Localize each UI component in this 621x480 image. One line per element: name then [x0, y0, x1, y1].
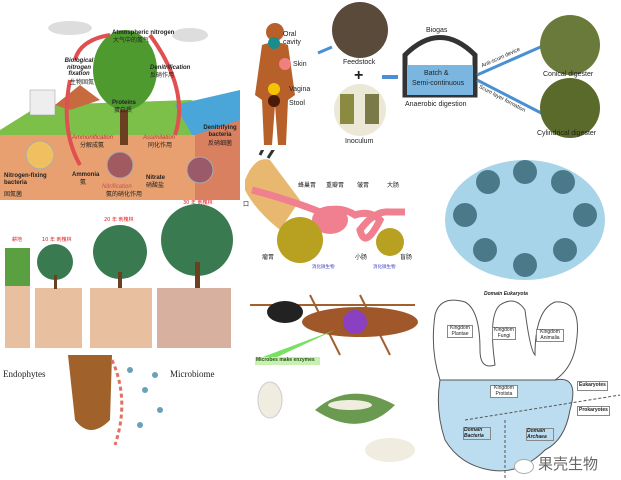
- label-microbes-2: 消化微生物: [373, 265, 396, 270]
- label-ammonia-cn: 氨: [80, 179, 87, 186]
- label-abomasum: 皱胃: [357, 182, 370, 189]
- label-biogas: Biogas: [426, 27, 448, 34]
- label-ammonification-cn: 分解成氨: [80, 142, 105, 149]
- label-denitrification-cn: 反硝作用: [150, 72, 175, 79]
- label-10-years: 10 年 刺槐林: [42, 237, 72, 243]
- label-proteins-cn: 蛋白质: [114, 107, 133, 114]
- label-nitrogen-fixing-bacteria-cn: 固氮菌: [4, 191, 23, 198]
- label-microbes-1: 消化微生物: [312, 265, 335, 270]
- label-biological-fixation-cn: 生物固氮: [70, 79, 95, 86]
- label-denitrifying-bacteria: Denitrifying bacteria: [203, 125, 237, 138]
- label-conical-digester: Conical digester: [543, 71, 594, 78]
- label-oral-cavity: Oral cavity: [283, 31, 301, 46]
- label-microbiome: Microbiome: [170, 369, 215, 379]
- conical-digester-image: [540, 15, 600, 75]
- label-kingdom-plantae: Kingdom Plantae: [447, 325, 473, 338]
- label-cecum: 盲肠: [400, 254, 413, 261]
- insect-panel: Microbes make enzymes: [240, 280, 420, 480]
- label-inoculum: Inoculum: [345, 138, 374, 145]
- label-batch: Batch &: [424, 70, 449, 77]
- label-proteins: Proteins: [112, 100, 137, 106]
- label-farmland: 耕地: [12, 237, 23, 243]
- label-cylindrical-digester: Cylindrical digester: [537, 130, 597, 137]
- tree-of-life-panel: Domain Eukaryota Kingdom Plantae Kingdom…: [420, 290, 621, 480]
- label-nitrogen-fixing-bacteria: Nitrogen-fixing bacteria: [4, 173, 47, 186]
- anaerobic-digestion-panel: Oral cavity Skin Vagina Stool Feedstock …: [240, 0, 621, 150]
- feedstock-image: [332, 2, 388, 58]
- stool-dot: [268, 95, 280, 107]
- label-prokaryotes: Prokaryotes: [577, 406, 610, 416]
- label-eukaryotes: Eukaryotes: [577, 381, 608, 391]
- label-denitrifying-bacteria-cn: 反硝细菌: [208, 140, 233, 147]
- label-assimilation-cn: 同化作用: [148, 142, 173, 149]
- label-nitrate-cn: 硝酸盐: [146, 182, 165, 189]
- ruminant-panel: 口 蜂巢胃 重瓣胃 皱胃 大肠 瘤胃 小肠 盲肠 消化微生物 消化微生物: [240, 150, 430, 280]
- label-vagina: Vagina: [289, 86, 311, 93]
- cylindrical-digester-image: [540, 78, 600, 138]
- environment-montage-panel: [430, 150, 621, 290]
- label-nitrification: Nitrification: [102, 184, 132, 190]
- label-20-years: 20 年 刺槐林: [104, 217, 134, 223]
- label-assimilation: Assimilation: [143, 135, 176, 141]
- label-feedstock: Feedstock: [343, 59, 376, 66]
- vagina-dot: [268, 83, 280, 95]
- label-biological-fixation: Biological nitrogen fixation: [64, 58, 94, 78]
- label-domain-eukaryota: Domain Eukaryota: [484, 291, 528, 297]
- plus-sign: +: [354, 67, 364, 84]
- label-anaerobic-digestion: Anaerobic digestion: [405, 101, 467, 108]
- watermark-text: 果壳生物: [538, 455, 599, 473]
- label-stool: Stool: [289, 100, 305, 107]
- label-mouth: 口: [243, 201, 250, 208]
- label-reticulum: 蜂巢胃: [298, 182, 317, 189]
- label-domain-archaea: Domain Archaea: [526, 428, 554, 441]
- tree-growth-panel: 耕地 10 年 刺槐林 20 年 刺槐林 30 年 刺槐林: [0, 200, 240, 350]
- tree-growth-illustration: [5, 204, 233, 348]
- label-ammonia: Ammonia: [72, 172, 100, 178]
- nitrogen-cycle-illustration: [0, 21, 240, 200]
- label-large-intestine: 大肠: [387, 182, 400, 189]
- label-skin: Skin: [293, 61, 307, 68]
- label-rumen: 瘤胃: [262, 254, 275, 261]
- insect-illustration: [250, 294, 418, 462]
- digestion-illustration: [255, 2, 600, 145]
- skin-dot: [279, 58, 291, 70]
- oral-dot: [268, 37, 280, 49]
- label-endophytes: Endophytes: [3, 369, 46, 379]
- tree-of-life-illustration: [432, 299, 621, 478]
- label-semi-continuous: Semi-continuous: [412, 80, 465, 87]
- montage-illustration: [445, 160, 605, 280]
- label-domain-bacteria: Domain Bacteria: [463, 427, 491, 440]
- label-atmospheric-nitrogen: Atmospheric nitrogen: [112, 30, 175, 36]
- nitrogen-cycle-panel: Atmospheric nitrogen 大气中的氮气 Biological n…: [0, 10, 240, 200]
- label-kingdom-protista: Kingdom Protista: [490, 385, 518, 398]
- label-kingdom-animalia: Kingdom Animalia: [536, 329, 564, 342]
- label-30-years: 30 年 刺槐林: [183, 200, 213, 206]
- label-small-intestine: 小肠: [355, 254, 368, 261]
- label-omasum: 重瓣胃: [326, 182, 345, 189]
- label-kingdom-fungi: Kingdom Fungi: [492, 327, 516, 340]
- ruminant-illustration: [245, 150, 405, 263]
- label-nitrification-cn: 氨的硝化作用: [106, 191, 143, 198]
- label-ammonification: Ammonification: [72, 135, 114, 141]
- label-nitrate: Nitrate: [146, 175, 166, 181]
- wechat-icon: [514, 459, 534, 474]
- root-microbiome-panel: Endophytes Microbiome: [0, 350, 240, 480]
- label-denitrification: Denitrification: [150, 65, 191, 71]
- label-microbes-make-enzymes: Microbes make enzymes: [256, 357, 315, 363]
- label-atmospheric-nitrogen-cn: 大气中的氮气: [113, 37, 150, 44]
- root-illustration: [68, 355, 163, 446]
